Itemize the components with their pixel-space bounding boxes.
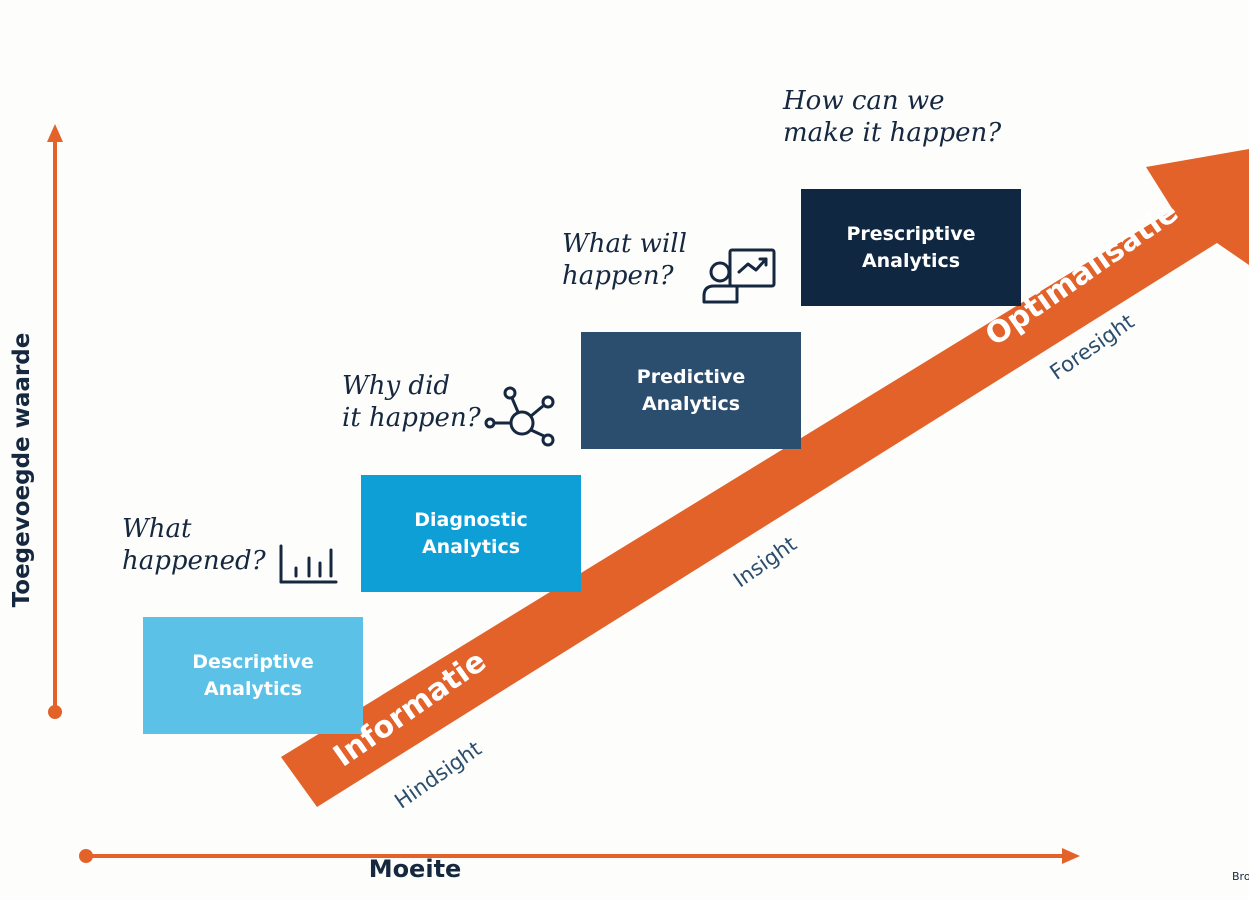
- question-line: happened?: [122, 546, 266, 576]
- stage-title: Descriptive: [192, 650, 314, 673]
- stage-subtitle: Analytics: [203, 677, 303, 700]
- question-line: it happen?: [342, 403, 481, 433]
- source-text: Bro: [1232, 870, 1249, 883]
- question-diagnostic: Why did it happen?: [342, 370, 481, 434]
- question-predictive: What will happen?: [562, 228, 687, 292]
- stage-subtitle: Analytics: [421, 535, 521, 558]
- stage-box-prescriptive: Prescriptive Analytics: [801, 189, 1021, 306]
- question-line: What will: [562, 229, 687, 259]
- optimization-arrow: [281, 149, 1249, 807]
- stage-subtitle: Analytics: [861, 249, 961, 272]
- stage-title: Predictive: [636, 365, 746, 388]
- question-line: How can we: [783, 86, 945, 116]
- y-axis-arrow: [47, 124, 63, 719]
- stage-subtitle: Analytics: [641, 392, 741, 415]
- network-nodes-icon: [484, 386, 555, 447]
- x-axis-arrow: [79, 848, 1080, 864]
- stage-title: Diagnostic: [414, 508, 528, 531]
- question-line: make it happen?: [783, 118, 1002, 148]
- question-line: happen?: [562, 261, 674, 291]
- stage-title: Prescriptive: [846, 222, 976, 245]
- question-prescriptive: How can we make it happen?: [783, 85, 1001, 149]
- question-descriptive: What happened?: [122, 513, 266, 577]
- stage-box-descriptive: Descriptive Analytics: [143, 617, 363, 734]
- x-axis-label: Moeite: [368, 855, 462, 883]
- question-line: What: [122, 514, 192, 544]
- stage-box-diagnostic: Diagnostic Analytics: [361, 475, 581, 592]
- bar-chart-icon: [279, 544, 338, 584]
- question-line: Why did: [342, 371, 451, 401]
- presenter-trend-icon: [702, 248, 776, 304]
- y-axis-label: Toegevoegde waarde: [9, 332, 35, 608]
- stage-box-predictive: Predictive Analytics: [581, 332, 801, 449]
